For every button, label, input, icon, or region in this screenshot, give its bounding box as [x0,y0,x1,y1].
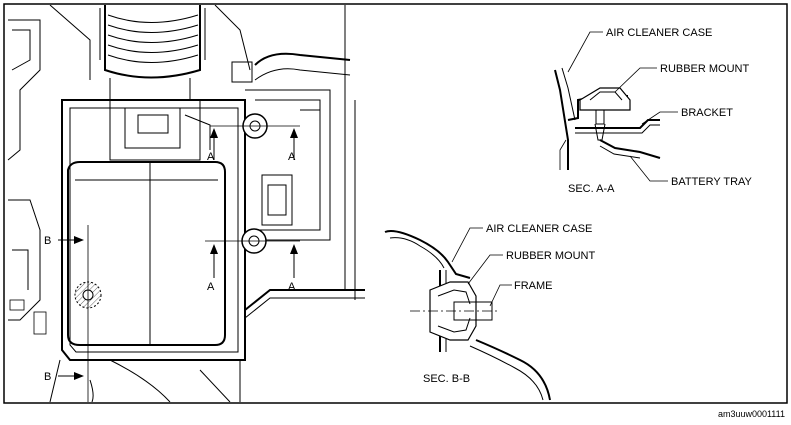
detail-section-a: AIR CLEANER CASE RUBBER MOUNT BRACKET BA… [554,27,753,195]
label-bracket: BRACKET [681,107,733,119]
marker-a-1: A [207,151,215,163]
marker-a-2: A [288,151,296,163]
marker-a-3: A [207,281,215,293]
main-view: A A A A B B [7,5,365,402]
detail-section-b: AIR CLEANER CASE RUBBER MOUNT FRAME SEC.… [384,223,596,401]
label-rubber-mount-b: RUBBER MOUNT [506,250,596,262]
section-caption-b: SEC. B-B [423,373,470,385]
label-air-cleaner-case-b: AIR CLEANER CASE [486,223,592,235]
figure-border [3,3,788,404]
marker-b-2: B [44,371,51,383]
section-caption-a: SEC. A-A [568,183,615,195]
marker-b-1: B [44,235,51,247]
label-battery-tray: BATTERY TRAY [671,176,753,188]
label-frame: FRAME [514,280,553,292]
label-air-cleaner-case-a: AIR CLEANER CASE [606,27,712,39]
figure-code: am3uuw0001111 [718,409,785,419]
label-rubber-mount-a: RUBBER MOUNT [660,63,750,75]
marker-a-4: A [288,281,296,293]
